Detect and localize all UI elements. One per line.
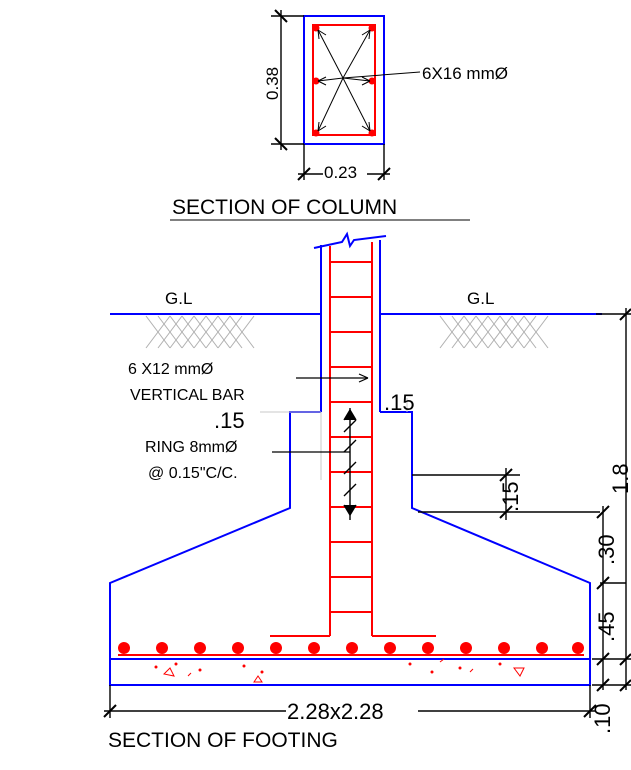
- column-section: 6X16 mmØ 0.38 0.23 SECTION OF COLUMN: [170, 9, 508, 221]
- vertical-bar-label-line2: VERTICAL BAR: [130, 387, 245, 404]
- column-depth-dimension: [271, 9, 304, 151]
- slope-depth-label: .30: [594, 534, 619, 565]
- column-outline: [303, 15, 385, 145]
- soil-hatch-left: [145, 315, 255, 349]
- vertical-bar-label-line1: 6 X12 mmØ: [128, 361, 213, 378]
- pedestal-step-dimension: [412, 468, 600, 520]
- footing-section-title: SECTION OF FOOTING: [108, 729, 338, 752]
- ground-level-right: G.L: [467, 289, 494, 308]
- ring-dim-right: .15: [384, 390, 415, 415]
- column-section-title: SECTION OF COLUMN: [172, 196, 397, 219]
- pcc-hatch: [154, 658, 525, 683]
- column-bar-leaders: [317, 29, 421, 132]
- total-depth-label: 1.8: [608, 463, 631, 494]
- guide-lines: [260, 398, 408, 480]
- column-reinforcement: [270, 242, 436, 637]
- ground-level-left: G.L: [165, 289, 192, 308]
- column-width-dimension: [297, 144, 391, 181]
- column-depth-label: 0.38: [263, 67, 282, 100]
- column-stub-break: [313, 231, 387, 249]
- column-bars: [312, 24, 376, 137]
- right-dimension-chain: [592, 308, 631, 692]
- edge-depth-label: .45: [594, 611, 619, 642]
- footing-section: G.L G.L: [103, 231, 631, 752]
- vertical-bar-leader: [296, 373, 369, 383]
- bottom-mesh: [118, 642, 584, 656]
- pcc-depth-label: .10: [590, 703, 615, 734]
- column-bar-label: 6X16 mmØ: [422, 64, 508, 83]
- pedestal-step-label: .15: [498, 481, 523, 512]
- soil-hatch-right: [439, 315, 549, 349]
- ring-dim-left: .15: [214, 408, 245, 433]
- ring-label-line2: @ 0.15"C/C.: [148, 465, 238, 482]
- column-width-label: 0.23: [324, 163, 357, 182]
- ring-label-line1: RING 8mmØ: [145, 439, 237, 456]
- plan-dimension-label: 2.28x2.28: [287, 699, 384, 724]
- ring-spacing-dimension: [343, 408, 357, 520]
